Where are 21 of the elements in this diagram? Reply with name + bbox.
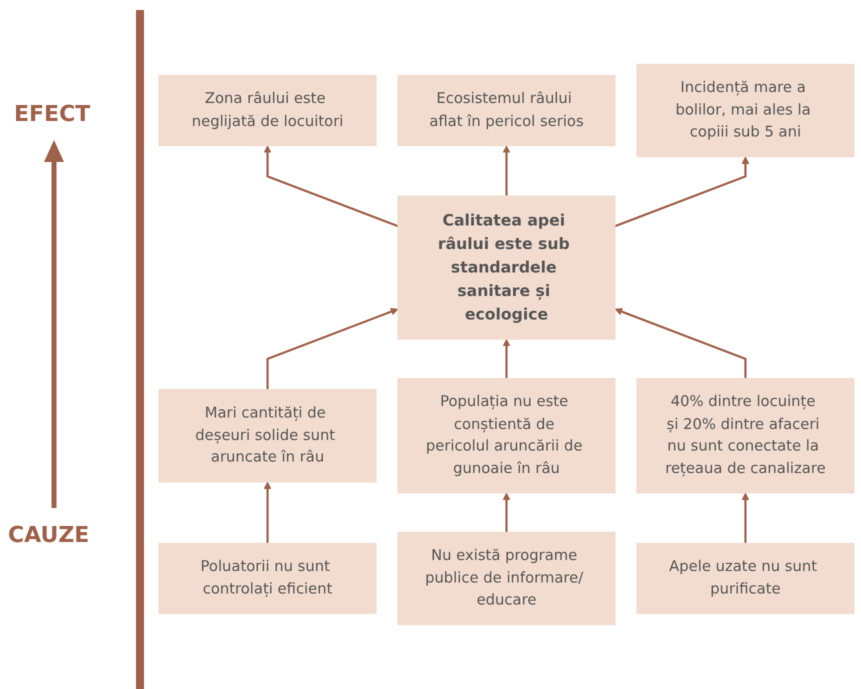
node-box: 40% dintre locuințe și 20% dintre afaceri nu sunt conectate la rețeaua de canalizare: [636, 378, 854, 494]
arrow: [264, 145, 398, 228]
arrow: [614, 308, 747, 378]
node-box: Calitatea apei râului este sub standardele sanitare și ecologice: [397, 196, 616, 340]
node-box: Apele uzate nu sunt purificate: [636, 542, 854, 614]
node-box: Nu există programe publice de informare/ educare: [397, 532, 616, 626]
node-box: Zona râului este neglijată de locuitori: [158, 74, 377, 146]
arrow: [264, 482, 272, 544]
node-box: Mari cantități de deșeuri solide sunt aruncate în râu: [158, 389, 377, 482]
arrow: [502, 338, 510, 378]
axis-label: CAUZE: [8, 523, 90, 548]
node-box: Poluatorii nu sunt controlați eficient: [158, 542, 377, 614]
arrow: [614, 156, 750, 228]
arrow: [502, 145, 510, 196]
node-box: Populația nu este conștientă de pericolul aruncării de gunoaie în râu: [397, 378, 616, 494]
axis-label: EFECT: [14, 102, 90, 127]
node-box: Ecosistemul râului aflat în pericol serios: [397, 74, 616, 146]
arrow: [502, 492, 510, 532]
arrow: [266, 308, 398, 390]
node-box: Incidență mare a bolilor, mai ales la copiii sub 5 ani: [636, 64, 854, 158]
arrow: [742, 492, 750, 544]
